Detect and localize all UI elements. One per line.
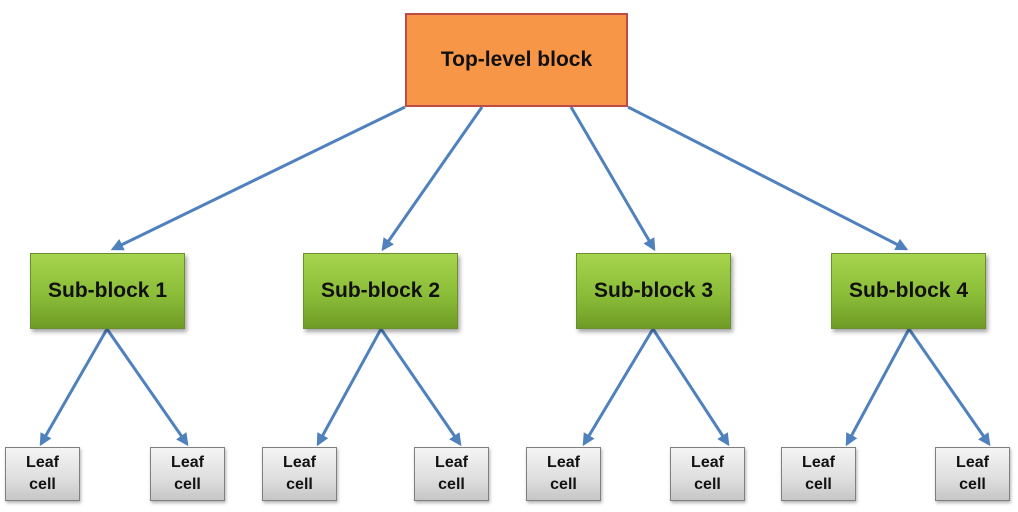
sub-block-label: Sub-block 4 [848, 279, 969, 302]
leaf-cell-line2: cell [805, 476, 832, 493]
leaf-cell-line1: Leaf [691, 454, 724, 471]
edge-sub-block-4-to-leaf-7 [845, 328, 911, 447]
edge-sub-block-3-to-leaf-5 [582, 328, 655, 447]
top-level-block: Top-level block [405, 13, 628, 107]
leaf-cell-line2: cell [694, 476, 721, 493]
leaf-cell-line2: cell [29, 476, 56, 493]
sub-block-3: Sub-block 3 [576, 253, 731, 329]
leaf-cell-line1: Leaf [435, 454, 468, 471]
edge-top-to-sub-block-2 [381, 106, 484, 252]
leaf-cell-line2: cell [286, 476, 313, 493]
edge-sub-block-4-to-leaf-8 [907, 328, 991, 447]
leaf-cell-line1: Leaf [802, 454, 835, 471]
edge-sub-block-2-to-leaf-3 [316, 328, 383, 447]
edge-sub-block-2-to-leaf-4 [379, 328, 462, 447]
leaf-cell-3: Leaf cell [262, 447, 337, 501]
sub-block-4: Sub-block 4 [831, 253, 986, 329]
edge-top-to-sub-block-1 [110, 105, 406, 251]
leaf-cell-line2: cell [174, 476, 201, 493]
edge-sub-block-1-to-leaf-2 [105, 328, 189, 447]
sub-block-label: Sub-block 3 [593, 279, 714, 302]
leaf-cell-6: Leaf cell [670, 447, 745, 501]
edge-top-to-sub-block-4 [627, 105, 909, 251]
sub-block-2: Sub-block 2 [303, 253, 458, 329]
edge-sub-block-1-to-leaf-1 [39, 328, 109, 447]
leaf-cell-line1: Leaf [283, 454, 316, 471]
leaf-cell-5: Leaf cell [526, 447, 601, 501]
leaf-cell-line2: cell [438, 476, 465, 493]
leaf-cell-4: Leaf cell [414, 447, 489, 501]
edge-top-to-sub-block-3 [569, 106, 656, 252]
leaf-cell-line1: Leaf [956, 454, 989, 471]
leaf-cell-7: Leaf cell [781, 447, 856, 501]
sub-block-label: Sub-block 2 [320, 279, 441, 302]
leaf-cell-8: Leaf cell [935, 447, 1010, 501]
leaf-cell-line1: Leaf [171, 454, 204, 471]
leaf-cell-line1: Leaf [547, 454, 580, 471]
sub-block-1: Sub-block 1 [30, 253, 185, 329]
sub-block-label: Sub-block 1 [47, 279, 168, 302]
leaf-cell-line1: Leaf [26, 454, 59, 471]
leaf-cell-1: Leaf cell [5, 447, 80, 501]
leaf-cell-line2: cell [550, 476, 577, 493]
top-level-block-label: Top-level block [440, 48, 593, 71]
leaf-cell-line2: cell [959, 476, 986, 493]
edge-sub-block-3-to-leaf-6 [651, 328, 730, 447]
leaf-cell-2: Leaf cell [150, 447, 225, 501]
